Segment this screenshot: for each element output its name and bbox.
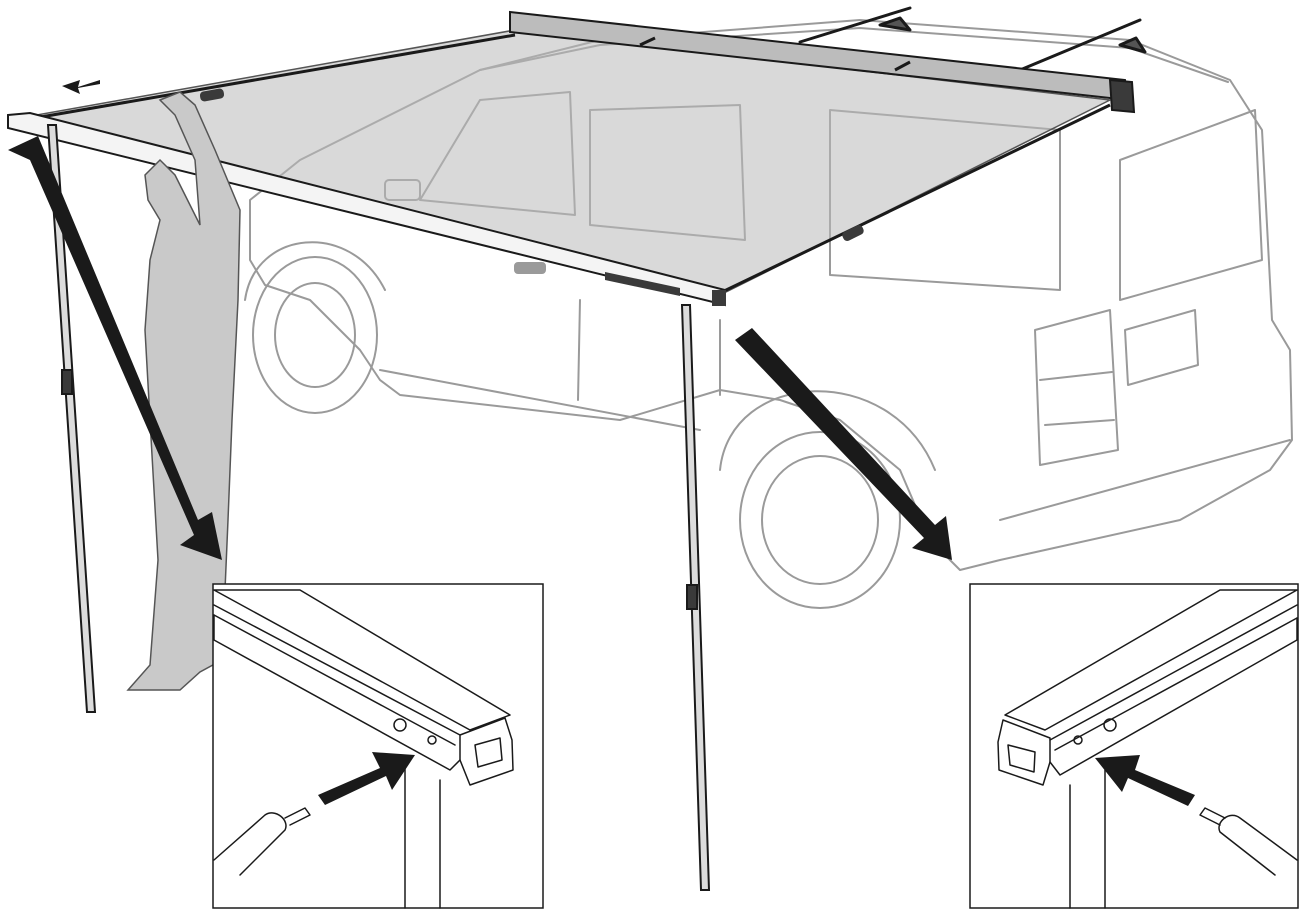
pole-middle-clamp bbox=[686, 584, 698, 610]
awning-strap bbox=[639, 36, 656, 47]
vehicle bbox=[244, 19, 1293, 609]
awning-housing-end-cap bbox=[1108, 78, 1136, 114]
inset-right-detail bbox=[969, 583, 1299, 909]
vehicle-rear-wheel-arch bbox=[719, 390, 936, 471]
inset-right-hole bbox=[1073, 735, 1083, 745]
inset-left-pole bbox=[213, 812, 287, 876]
arrow-up-left-icon bbox=[1095, 755, 1195, 806]
arrow-up-right-icon bbox=[318, 752, 415, 805]
inset-left-pin bbox=[284, 807, 311, 826]
roof-rack bbox=[798, 6, 1147, 72]
vehicle-license-plate bbox=[1124, 309, 1199, 386]
arrow-left-icon bbox=[62, 80, 100, 94]
inset-right-frame bbox=[969, 583, 1299, 909]
awning-right-arm-clamp bbox=[842, 225, 864, 241]
awning-front-bar-end-cap bbox=[712, 290, 726, 306]
arrow-down-right-icon bbox=[8, 136, 222, 560]
vehicle-door-line bbox=[577, 299, 721, 401]
inset-left-frame bbox=[212, 583, 544, 909]
vehicle-rear-wheel-inner bbox=[761, 455, 879, 585]
roof-rack-foot bbox=[1118, 36, 1147, 54]
vehicle-door-handle bbox=[514, 262, 546, 274]
roof-rack-bar-rear bbox=[1018, 18, 1142, 72]
inset-left-bolt bbox=[393, 718, 407, 732]
awning bbox=[7, 10, 1136, 307]
inset-right-bolt bbox=[1103, 718, 1117, 732]
inset-left-bar-top bbox=[213, 589, 511, 731]
inset-right-bar-front bbox=[1049, 617, 1298, 776]
vehicle-side-sill bbox=[379, 369, 701, 431]
vehicle-front-wheel-inner bbox=[274, 282, 356, 388]
inset-left-hole bbox=[427, 735, 437, 745]
inset-left-end-cap bbox=[459, 717, 514, 786]
vehicle-rear-bumper bbox=[999, 439, 1291, 521]
vehicle-front-wheel-outer bbox=[252, 256, 378, 414]
inset-right-end-cap bbox=[997, 719, 1051, 786]
arrow-down-right-icon bbox=[735, 328, 952, 560]
pole-left bbox=[46, 124, 97, 713]
arrows bbox=[8, 80, 952, 560]
roof-rack-bar-front bbox=[798, 6, 912, 44]
inset-right-bar-top bbox=[1004, 589, 1298, 731]
inset-left-detail bbox=[212, 583, 544, 909]
vehicle-front-wheel-arch bbox=[244, 241, 386, 301]
inset-left-bar-edge bbox=[213, 604, 461, 746]
roof-rack-foot bbox=[878, 16, 912, 32]
pole-left-clamp bbox=[61, 369, 73, 395]
inset-left-post bbox=[404, 759, 441, 909]
awning-front-bar-label bbox=[605, 272, 680, 296]
inset-left-end-slot bbox=[474, 737, 503, 768]
awning-right-arm bbox=[721, 103, 1111, 294]
inset-right-post bbox=[1069, 769, 1106, 909]
inset-right-pin bbox=[1199, 807, 1226, 826]
vehicle-tail-light-line bbox=[1039, 371, 1115, 426]
awning-left-arm-clamp bbox=[199, 88, 225, 102]
vehicle-body bbox=[249, 19, 1293, 571]
vehicle-rear-window bbox=[1119, 109, 1263, 301]
inset-right-end-slot bbox=[1007, 744, 1036, 773]
support-poles bbox=[46, 124, 711, 891]
vehicle-tail-light bbox=[1034, 309, 1119, 466]
awning-left-arm bbox=[34, 33, 516, 120]
inset-right-bar-edge bbox=[1049, 604, 1298, 751]
vehicle-rear-wheel-outer bbox=[739, 431, 901, 609]
inset-left-bar-front bbox=[213, 614, 461, 771]
awning-strap bbox=[894, 60, 911, 72]
